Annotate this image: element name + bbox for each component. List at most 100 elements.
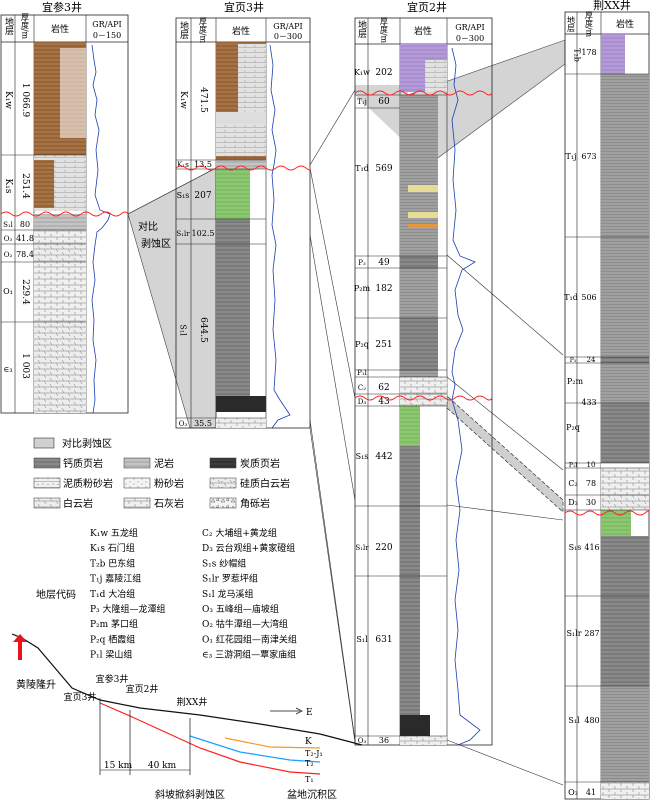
- header-gr-range: 0－300: [274, 32, 302, 41]
- unit-thick: 30: [586, 498, 596, 507]
- header-thickness: 厚度/m: [199, 17, 208, 44]
- header-thickness: 厚度/m: [21, 13, 30, 40]
- litho-s1lr: [601, 596, 649, 686]
- unit-thick: 43: [378, 397, 390, 407]
- unit-code: K₁w: [354, 68, 370, 77]
- litho-t1d: [408, 95, 438, 256]
- header-layer: 地层: [178, 20, 189, 40]
- unit-code: ∈₃: [3, 365, 12, 374]
- unit-code: O₃: [568, 788, 578, 797]
- stratum-code-entry: P₃ 大隆组—龙潭组: [90, 603, 166, 615]
- header-gr: GR/API: [92, 20, 121, 29]
- unit-code: T₁j: [357, 98, 367, 106]
- erosion-area-label-line2: 剥蚀区: [141, 237, 171, 250]
- well-title: 宜页3井: [224, 0, 264, 14]
- header-layer: 地层: [3, 16, 14, 36]
- horizon-label: T₂: [305, 759, 314, 768]
- unit-code: D₃: [358, 398, 367, 406]
- litho-p1l: [400, 370, 438, 377]
- legend-label: 白云岩: [63, 497, 93, 510]
- unit-thick: 35.5: [194, 419, 212, 428]
- stratum-code-entry: T₂b 巴东组: [90, 557, 135, 569]
- litho-k1s: [216, 160, 266, 169]
- legend-swatch-calcareous-shale: [33, 457, 61, 469]
- gr-curve: [91, 44, 111, 414]
- stratum-code-entry: T₁d 大冶组: [90, 588, 135, 600]
- litho-s1l: [34, 214, 86, 230]
- well-yiye2: 宜页2井 地层 厚度/m 岩性 GR/API 0－300: [354, 0, 493, 746]
- gr-curve: [451, 47, 481, 746]
- litho-p2q: [400, 318, 438, 370]
- horizon-label: T₂-J₁: [305, 749, 323, 758]
- litho-s1lr: [216, 219, 250, 244]
- profile-well-name: 宜页3井: [64, 691, 97, 703]
- unit-code: T₂b: [573, 48, 582, 62]
- stratum-code-entry: K₁s 石门组: [90, 542, 135, 554]
- header-lithology: 岩性: [414, 25, 432, 37]
- legend-swatch-limestone: [123, 497, 151, 509]
- tectonic-profile: 15 km 40 km 黄陵隆升 宜参3井 宜页2井 宜页3井 荆XX井 E K…: [11, 633, 363, 801]
- unit-code: S₁l: [568, 716, 580, 725]
- litho-t1d: [601, 237, 649, 357]
- stratum-code-entry: C₂ 大埔组+黄龙组: [202, 527, 277, 539]
- well-title: 荆XX井: [593, 0, 631, 12]
- stratum-code-entry: P₁l 梁山组: [90, 649, 132, 661]
- litho-t1j: [400, 95, 408, 256]
- stratum-code-entry: P₂q 栖霞组: [90, 633, 135, 645]
- litho-s1l: [216, 244, 250, 412]
- unit-code: P₃: [570, 357, 577, 364]
- stratum-code-entry: S₁s 纱帽组: [202, 557, 246, 569]
- unit-code: T₁j: [565, 152, 576, 161]
- litho-d3: [601, 495, 649, 510]
- unit-thick: 569: [375, 164, 392, 174]
- legend-swatch-siliceous-dolomite: [209, 477, 237, 489]
- litho-t1j: [601, 74, 649, 237]
- uplift-label: 黄陵隆升: [16, 678, 56, 691]
- well-yican3: 宜参3井 地层 厚度/m 岩性 GR/API 0－150 K₁w: [0, 0, 129, 414]
- legend-swatch-breccia: [209, 497, 237, 509]
- litho-d3: [400, 394, 447, 406]
- unit-thick: 220: [375, 543, 392, 553]
- profile-well-name: 荆XX井: [177, 696, 208, 708]
- profile-horizon-t1: [99, 702, 321, 775]
- stratum-code-entry: O₁ 红花园组—南津关组: [202, 633, 297, 645]
- stratum-code-entry: ∈₃ 三游洞组—覃家庙组: [202, 649, 296, 661]
- unit-code: O₁: [3, 287, 13, 296]
- unit-code: T₁d: [355, 164, 369, 173]
- litho-p2m: [400, 268, 438, 318]
- unit-thick: 41.8: [16, 234, 34, 243]
- unit-code: S₁lr: [176, 230, 190, 238]
- unit-code: K₁w: [3, 91, 13, 109]
- unit-thick: 49: [378, 258, 390, 268]
- unit-thick: 480: [584, 716, 599, 725]
- stratum-code-entry: P₂m 茅口组: [90, 618, 138, 630]
- litho-o3: [216, 418, 266, 428]
- legend-swatch-carbonaceous-shale: [209, 457, 237, 469]
- unit-code: K₁s: [3, 179, 13, 194]
- litho-s1s-top: [601, 510, 631, 536]
- unit-code: S₁s: [356, 452, 369, 461]
- unit-thick: 644.5: [198, 317, 208, 343]
- header-lithology: 岩性: [616, 18, 634, 30]
- legend-label: 泥岩: [154, 457, 174, 470]
- litho-c2: [400, 377, 447, 394]
- unit-thick: 78: [586, 479, 596, 488]
- unit-code: P₁l: [569, 462, 577, 469]
- unit-code: S₁l: [3, 221, 14, 229]
- unit-code: S₁s: [569, 543, 582, 552]
- unit-thick: 442: [375, 452, 392, 462]
- stratum-code-entry: S₁lr 罗惹坪组: [202, 573, 258, 585]
- unit-thick: 471.5: [198, 87, 208, 113]
- litho-t2b: [601, 34, 625, 74]
- unit-code: S₁lr: [566, 629, 581, 638]
- unit-code: C₂: [568, 479, 577, 488]
- profile-well-name: 宜页2井: [126, 683, 159, 695]
- unconformity-lines: [0, 90, 650, 516]
- litho-p3: [601, 357, 649, 363]
- litho-p2m: [601, 363, 649, 403]
- unit-thick: 80: [20, 220, 30, 229]
- litho-o3: [601, 782, 649, 799]
- profile-horizon-t2j1: [224, 737, 321, 749]
- stratum-code-entry: T₁j 嘉陵江组: [90, 573, 141, 585]
